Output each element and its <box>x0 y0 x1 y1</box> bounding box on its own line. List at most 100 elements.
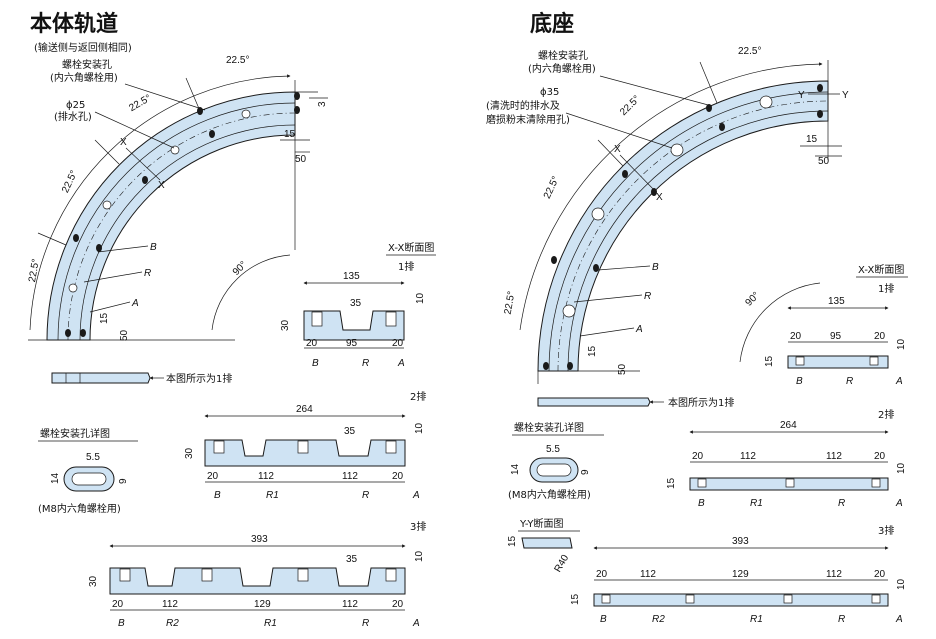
right-row2-seg-4: 20 <box>874 451 886 462</box>
right-section-y-2: Y <box>842 90 849 101</box>
left-row2-section: 2排 264 35 10 30 20 112 112 20 B R1 R A <box>184 390 426 501</box>
right-row1-label: 1排 <box>878 282 894 295</box>
right-row3-mark-a: A <box>895 614 903 625</box>
left-rail-centerline <box>67 112 296 341</box>
left-row2-mark-r: R <box>362 490 369 501</box>
left-row3-seg-3: 129 <box>254 599 271 610</box>
left-row2-label: 2排 <box>410 390 426 403</box>
right-row2-mark-r1: R1 <box>750 498 763 509</box>
right-drain-label-1: ϕ35 <box>540 87 559 98</box>
left-radial-lines <box>28 77 296 341</box>
right-row1-section: 1排 135 20 95 20 10 15 B R A <box>764 282 907 387</box>
right-section-x-line <box>619 154 657 193</box>
right-angle-4: 22.5° <box>503 290 518 315</box>
right-section-y-1: Y <box>798 90 805 101</box>
left-row3-total: 393 <box>251 534 268 545</box>
left-row2-seg-3: 112 <box>342 471 358 482</box>
right-row3-seg-5: 20 <box>874 569 886 580</box>
left-flat-note: 本图所示为1排 <box>166 372 232 385</box>
right-row1-mark-b: B <box>796 376 803 387</box>
left-row2-seg-1: 20 <box>207 471 219 482</box>
right-radius-b: B <box>652 262 659 273</box>
left-drain-label-1: ϕ25 <box>66 100 85 111</box>
right-row1-h: 10 <box>896 338 907 350</box>
right-angle-2: 22.5° <box>618 94 642 118</box>
right-detail-14: 14 <box>510 463 521 475</box>
left-row1-seg-2: 95 <box>346 338 358 349</box>
right-row1-seg-1: 20 <box>790 331 802 342</box>
right-angle-arc-outer <box>519 62 823 331</box>
left-row2-mark-r1: R1 <box>266 490 279 501</box>
left-detail-note: (M8内六角螺栓用) <box>38 502 121 515</box>
right-title: 底座 <box>530 11 574 37</box>
left-angle-90: 90° <box>231 259 249 277</box>
left-row1-mark-r: R <box>362 358 369 369</box>
left-dim-15-bot: 15 <box>99 312 110 324</box>
left-angle-arc-outer <box>29 74 291 331</box>
right-row3-mark-b: B <box>600 614 607 625</box>
left-row3-mark-a: A <box>412 618 420 629</box>
left-row2-mark-a: A <box>412 490 420 501</box>
right-row3-seg-4: 112 <box>826 569 842 580</box>
left-row3-seg-4: 112 <box>342 599 358 610</box>
right-bolt-label-1: 螺栓安装孔 <box>538 49 588 62</box>
right-row3-total: 393 <box>732 536 749 547</box>
left-rail-guide-outer <box>57 102 296 341</box>
right-row3-label: 3排 <box>878 524 894 537</box>
left-section-x-1: X <box>120 137 127 148</box>
left-row2-mark-b: B <box>214 490 221 501</box>
left-title: 本体轨道 <box>30 11 118 37</box>
left-row1-total: 135 <box>343 271 360 282</box>
right-angle-arc-90 <box>739 282 821 363</box>
right-row3-seg-1: 20 <box>596 569 608 580</box>
left-detail-55: 5.5 <box>86 452 100 463</box>
left-bolt-label-1: 螺栓安装孔 <box>62 58 112 71</box>
right-section-x-2: X <box>656 192 663 203</box>
left-row1-mark-a: A <box>397 358 405 369</box>
right-bolt-leader <box>599 75 713 107</box>
left-row1-h: 10 <box>415 292 426 304</box>
right-drain-label-2: (清洗时的排水及 <box>486 99 560 112</box>
left-leader-b <box>97 245 149 253</box>
right-row2-seg-1: 20 <box>692 451 704 462</box>
left-drain-leader <box>94 111 175 149</box>
left-leader-a <box>89 301 131 313</box>
left-row2-slot: 35 <box>344 426 356 437</box>
right-yy-title: Y-Y断面图 <box>519 517 563 530</box>
right-flat-base <box>537 397 651 407</box>
left-detail-slot-inner <box>71 472 107 486</box>
left-row1-mark-b: B <box>312 358 319 369</box>
right-row1-seg-2: 95 <box>830 331 842 342</box>
right-detail-slot-inner <box>536 463 572 477</box>
right-detail-9: 9 <box>580 469 591 475</box>
left-angle-4: 22.5° <box>27 258 42 283</box>
right-yy-shape <box>521 537 573 549</box>
left-angle-arc-90 <box>211 254 291 331</box>
right-leader-a <box>579 327 635 337</box>
right-row1-seg-3: 20 <box>874 331 886 342</box>
left-row2-seg-4: 20 <box>392 471 404 482</box>
left-rail-guide-inner <box>79 124 296 341</box>
left-row2-thk: 30 <box>184 447 195 459</box>
right-angle-1: 22.5° <box>738 46 761 57</box>
right-radius-a: A <box>635 324 643 335</box>
right-dim-15-bot: 15 <box>587 345 598 357</box>
left-detail-14: 14 <box>50 472 61 484</box>
right-angle-90: 90° <box>744 290 762 308</box>
left-dim-50: 50 <box>295 154 307 165</box>
right-row2-mark-b: B <box>698 498 705 509</box>
left-row3-mark-b: B <box>118 618 125 629</box>
right-drain-leader <box>565 112 673 149</box>
right-detail-note: (M8内六角螺栓用) <box>508 488 591 501</box>
right-row3-thk: 15 <box>570 593 581 605</box>
left-dim-15: 15 <box>284 129 296 140</box>
right-row2-seg-2: 112 <box>740 451 756 462</box>
right-bolt-label-2: (内六角螺栓用) <box>528 62 596 75</box>
left-row3-mark-r: R <box>362 618 369 629</box>
left-drain-label-2: (排水孔) <box>54 110 92 123</box>
right-leader-r <box>573 294 643 303</box>
right-row3-h: 10 <box>896 578 907 590</box>
left-dim-50-bot: 50 <box>119 329 130 341</box>
right-row1-mark-r: R <box>846 376 853 387</box>
right-section-title: X-X断面图 <box>858 263 904 276</box>
